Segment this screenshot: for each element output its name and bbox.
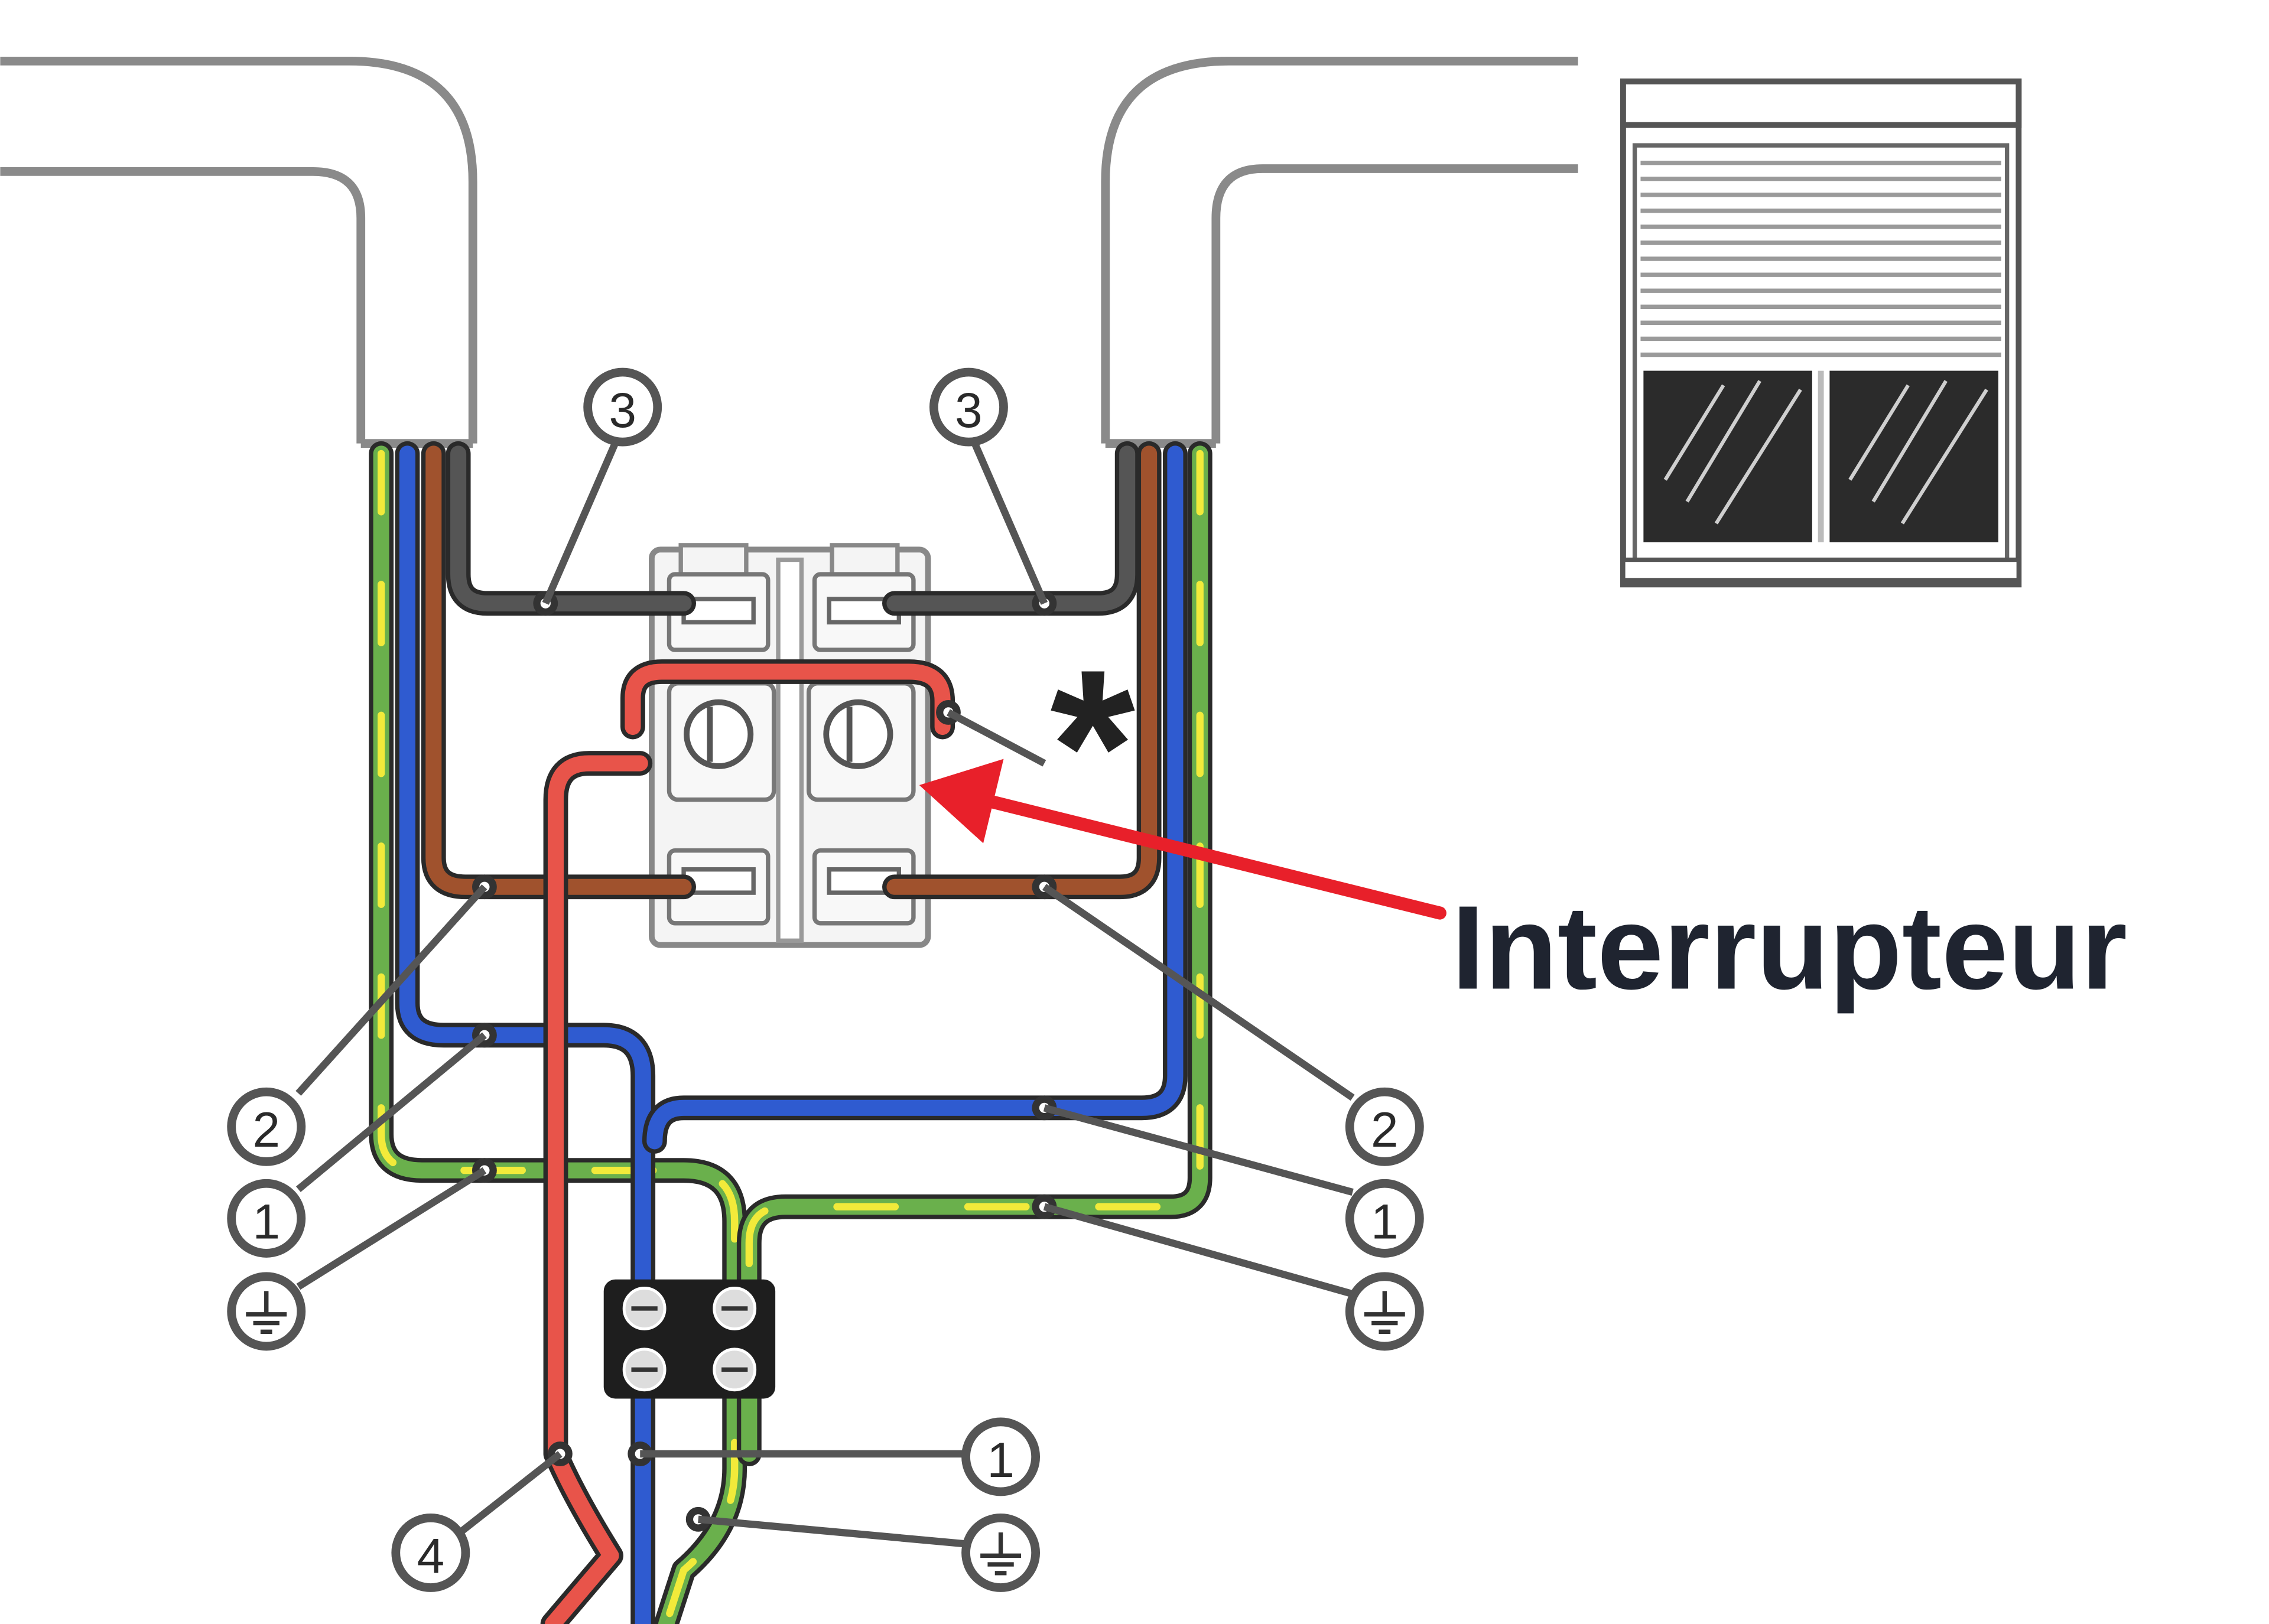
label-text: 1 bbox=[1371, 1193, 1399, 1249]
leader-line bbox=[1043, 1104, 1354, 1196]
wire-neutral-left bbox=[399, 445, 651, 1624]
label-bubble-l3-right: 3 bbox=[929, 367, 1008, 447]
wire-neutral-right bbox=[646, 445, 1184, 1150]
leader-line bbox=[1043, 1203, 1354, 1298]
arrow-icon bbox=[919, 759, 1446, 920]
label-bubbles: 3 3 2 2 1 1 1 4 bbox=[227, 367, 1424, 1592]
ground-icon bbox=[1345, 1272, 1424, 1351]
label-text: 3 bbox=[955, 382, 983, 438]
ground-icon bbox=[961, 1513, 1041, 1592]
label-bubble-l1-right: 1 bbox=[1345, 1179, 1424, 1258]
leader-line bbox=[542, 434, 622, 605]
label-bubble-l2-right: 2 bbox=[1345, 1087, 1424, 1166]
leader-line bbox=[698, 1515, 968, 1548]
conduit-left bbox=[0, 56, 477, 448]
leader-line bbox=[968, 434, 1048, 605]
switch-icon bbox=[649, 543, 931, 948]
wire-brown-left bbox=[425, 445, 692, 895]
wires bbox=[369, 441, 1212, 1624]
label-text: 3 bbox=[609, 382, 636, 438]
terminal-block-icon bbox=[603, 1279, 776, 1399]
leader-line bbox=[456, 1451, 563, 1537]
label-text: 2 bbox=[252, 1102, 280, 1157]
wire-brown-right bbox=[886, 445, 1158, 895]
leader-lines bbox=[295, 434, 1355, 1548]
title-interrupteur: Interrupteur bbox=[1452, 881, 2128, 1014]
wire-red-bridge bbox=[625, 663, 951, 735]
label-bubble-l1-left: 1 bbox=[227, 1179, 306, 1258]
label-bubble-l4-bottom: 4 bbox=[391, 1513, 470, 1592]
label-bubble-l2-left: 2 bbox=[227, 1087, 306, 1166]
wire-black-left bbox=[450, 445, 692, 611]
leader-line bbox=[1042, 884, 1355, 1101]
leader-line bbox=[947, 709, 1046, 767]
label-text: 4 bbox=[417, 1528, 445, 1583]
ground-icon bbox=[227, 1272, 306, 1351]
wire-black-right bbox=[886, 445, 1136, 611]
label-bubble-l3-left: 3 bbox=[583, 367, 662, 447]
wire-earth-left-stripe bbox=[378, 450, 739, 1624]
conduit-right bbox=[1101, 56, 1578, 448]
wire-earth-right-stripe bbox=[745, 450, 1204, 1458]
leader-line bbox=[296, 1167, 487, 1290]
leader-line bbox=[295, 884, 487, 1096]
label-bubble-l1-bottom: 1 bbox=[961, 1417, 1041, 1496]
roller-shutter-icon bbox=[1620, 78, 2022, 588]
label-text: 2 bbox=[1371, 1102, 1399, 1157]
label-text: 1 bbox=[987, 1432, 1015, 1488]
label-text: 1 bbox=[252, 1193, 280, 1249]
leader-line bbox=[295, 1032, 487, 1192]
